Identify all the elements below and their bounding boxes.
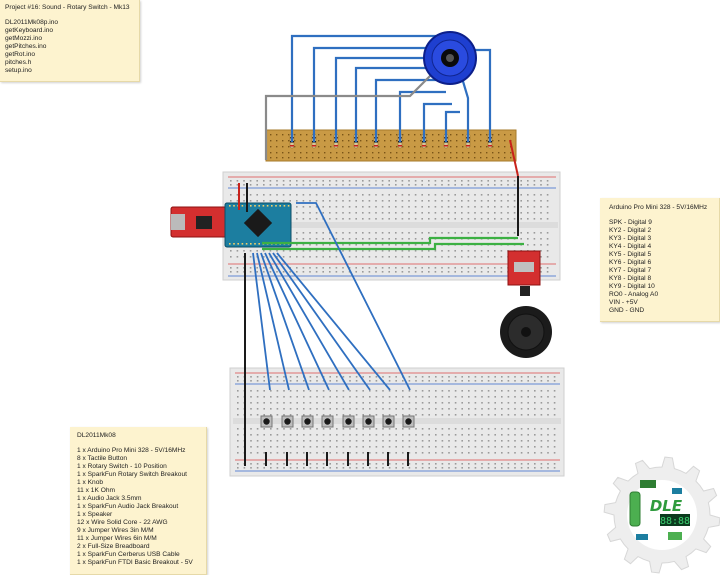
part-item: 11 x 1K Ohm xyxy=(77,487,115,494)
file-item: DL2011Mk08p.ino xyxy=(5,19,59,26)
red-wire xyxy=(509,139,519,177)
part-item: 1 x SparkFun Rotary Switch Breakout xyxy=(77,471,187,478)
pin-mapping-note: Arduino Pro Mini 328 - 5V/16MHz SPK - Di… xyxy=(600,198,720,322)
tactile-button xyxy=(281,415,294,428)
tactile-button xyxy=(362,415,375,428)
audio-jack-breakout xyxy=(507,250,541,296)
svg-text:88:88: 88:88 xyxy=(660,516,690,527)
file-item: getRot.ino xyxy=(5,51,36,58)
pin-item: RO0 - Analog A0 xyxy=(609,291,659,298)
pin-item: KY4 - Digital 4 xyxy=(609,243,652,250)
part-item: 2 x Full-Size Breadboard xyxy=(77,543,150,550)
part-item: 12 x Wire Solid Core - 22 AWG xyxy=(77,519,168,526)
part-item: 11 x Jumper Wires 6in M/M xyxy=(77,535,157,542)
part-item: 8 x Tactile Button xyxy=(77,455,128,462)
part-item: 1 x Rotary Switch - 10 Position xyxy=(77,463,167,470)
pin-item: KY2 - Digital 2 xyxy=(609,227,652,234)
part-item: 1 x Audio Jack 3.5mm xyxy=(77,495,142,502)
file-item: pitches.h xyxy=(5,59,32,66)
pin-item: KY5 - Digital 5 xyxy=(609,251,652,258)
button-ground-wires xyxy=(265,452,409,466)
pin-item: KY7 - Digital 7 xyxy=(609,267,652,274)
pin-item: KY9 - Digital 10 xyxy=(609,283,655,290)
tactile-button xyxy=(382,415,395,428)
parts-note-title: DL2011Mk08 xyxy=(77,432,116,439)
rotary-wires xyxy=(290,34,492,142)
tactile-button xyxy=(301,415,314,428)
pin-note-title: Arduino Pro Mini 328 - 5V/16MHz xyxy=(609,204,708,211)
arduino-pro-mini xyxy=(224,202,292,248)
ftdi-breakout xyxy=(170,206,228,238)
pin-item: KY3 - Digital 3 xyxy=(609,235,652,242)
pin-item: GND - GND xyxy=(609,307,645,314)
file-item: setup.ino xyxy=(5,67,32,74)
project-title: Project #16: Sound - Rotary Switch - Mk1… xyxy=(5,4,130,11)
pin-item: SPK - Digital 9 xyxy=(609,219,652,226)
parts-list-note: DL2011Mk08 1 x Arduino Pro Mini 328 - 5V… xyxy=(70,427,207,575)
file-item: getMozzi.ino xyxy=(5,35,43,42)
part-item: 1 x Speaker xyxy=(77,511,113,518)
file-item: getPitches.ino xyxy=(5,43,47,50)
speaker-icon xyxy=(500,306,552,358)
part-item: 1 x SparkFun FTDI Basic Breakout - 5V xyxy=(77,559,193,566)
lower-breadboard xyxy=(229,367,565,477)
logo-text: DLE xyxy=(650,497,683,515)
pin-item: VIN - +5V xyxy=(609,299,638,306)
tactile-button xyxy=(402,415,415,428)
button-wires xyxy=(252,202,411,391)
part-item: 1 x Arduino Pro Mini 328 - 5V/16MHz xyxy=(77,447,186,454)
green-wires xyxy=(262,236,524,251)
file-item: getKeyboard.ino xyxy=(5,27,54,34)
tactile-button xyxy=(321,415,334,428)
part-item: 1 x SparkFun Audio Jack Breakout xyxy=(77,503,179,510)
part-item: 1 x SparkFun Cerberus USB Cable xyxy=(77,551,180,558)
part-item: 9 x Jumper Wires 3in M/M xyxy=(77,527,154,534)
pin-item: KY6 - Digital 6 xyxy=(609,259,652,266)
gear-logo-icon: 88:88 DLE xyxy=(603,456,720,574)
tactile-buttons xyxy=(260,415,415,428)
gray-wire xyxy=(264,73,433,160)
tactile-button xyxy=(342,415,355,428)
tactile-button xyxy=(260,415,273,428)
perfboard-strip xyxy=(265,129,517,162)
pin-item: KY8 - Digital 8 xyxy=(609,275,652,282)
part-item: 1 x Knob xyxy=(77,479,104,486)
rotary-knob-icon xyxy=(423,31,477,85)
project-note: Project #16: Sound - Rotary Switch - Mk1… xyxy=(0,0,140,82)
